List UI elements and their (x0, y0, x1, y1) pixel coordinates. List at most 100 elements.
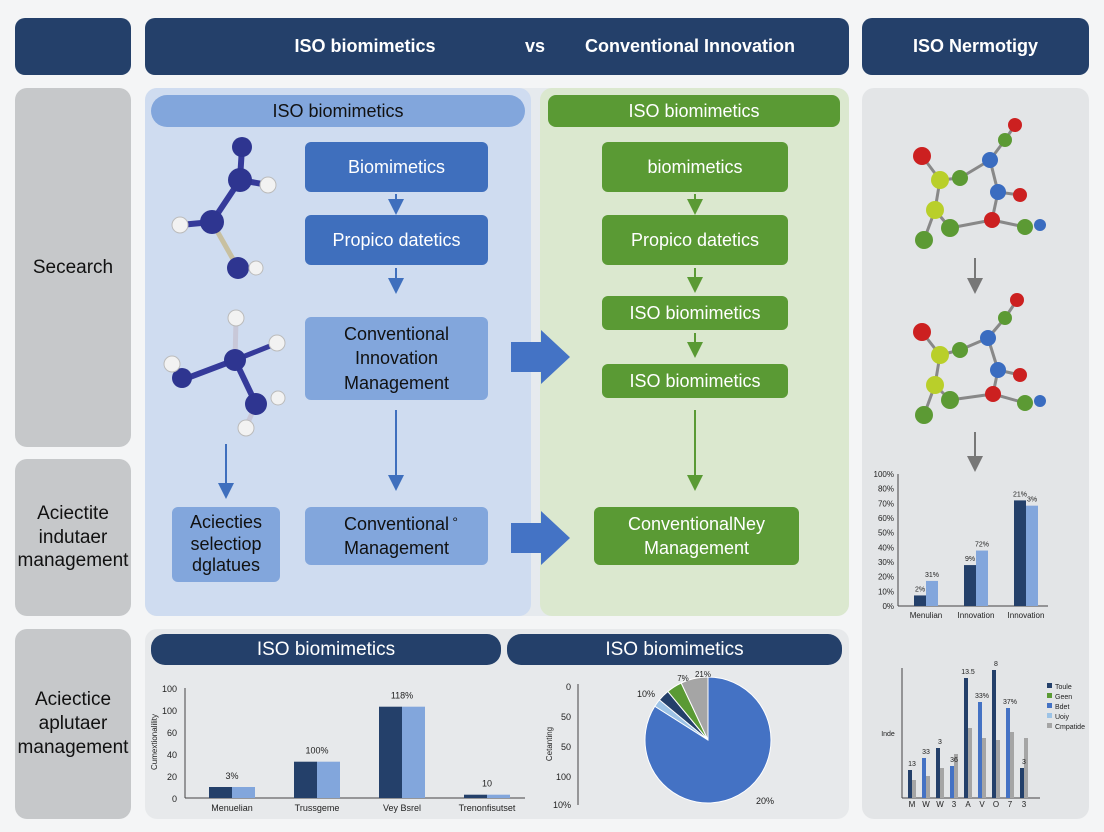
bar-data-label: 10 (482, 779, 492, 789)
bar-data-label: 36 (950, 757, 958, 764)
x-tick-label: 3 (1022, 800, 1027, 809)
bar-data-label: 37% (1003, 699, 1017, 706)
blue-flow-arrows (218, 194, 404, 499)
bottom-left-title: ISO biomimetics (151, 634, 501, 665)
bar (1024, 738, 1028, 798)
ball-and-stick-molecule-icon-2 (913, 293, 1046, 424)
bar-data-label: 72% (975, 542, 989, 549)
x-tick-label: Trenonfisutset (459, 803, 516, 813)
header-blank-cell (15, 18, 131, 75)
bar (964, 565, 976, 606)
legend-label: Toule (1055, 684, 1072, 691)
header-banner: ISO biomimetics vs Conventional Innovati… (145, 18, 849, 75)
molecule-icon-upper (171, 137, 277, 279)
y-tick-label: 40 (167, 750, 177, 760)
biomimetics-panel-title: ISO biomimetics (151, 95, 525, 127)
y-tick-label: 50 (561, 742, 571, 752)
row-label-application: Aciectice aplutaer management (15, 629, 131, 819)
box-biomimetics[interactable]: Biomimetics (305, 142, 488, 192)
box-conventional-innovation-management[interactable]: Conventional Innovation Management (305, 317, 488, 400)
x-tick-label: A (965, 800, 971, 809)
y-tick-label: 100 (162, 684, 177, 694)
green-box-propico-datetics[interactable]: Propico datetics (602, 215, 788, 265)
box-selection-features[interactable]: Aciecties selectiop dglatues (172, 507, 280, 582)
pie-data-label: 7% (677, 674, 689, 683)
bar-data-label: 8 (994, 661, 998, 668)
bar (209, 787, 232, 798)
x-tick-label: W (936, 800, 944, 809)
bar (464, 794, 487, 798)
pie-data-label: 10% (637, 689, 655, 699)
legend-swatch (1047, 703, 1052, 708)
y-tick-label: 100 (556, 772, 571, 782)
y-tick-label: 0% (882, 602, 894, 611)
x-tick-label: Menulian (910, 611, 942, 620)
y-axis-label: Inde (881, 731, 895, 738)
y-tick-label: 50 (561, 712, 571, 722)
legend-swatch (1047, 693, 1052, 698)
legend-swatch (1047, 713, 1052, 718)
bar-data-label: 33 (922, 749, 930, 756)
green-box-iso-biomimetics-2[interactable]: ISO biomimetics (602, 364, 788, 398)
right-grouped-bar-chart: Inde13M33W3W36313.5A33%V8O37%733TouleGee… (881, 661, 1085, 809)
row-label-management: Aciectite indutaer management (15, 459, 131, 616)
y-tick-label: 100 (162, 706, 177, 716)
bar (1026, 505, 1038, 606)
box-conventional-management-label: Conventional Management (343, 513, 450, 558)
bar-data-label: 13 (908, 761, 916, 768)
bar-data-label: 9% (965, 556, 975, 563)
bar-data-label: 33% (975, 693, 989, 700)
y-tick-label: 0 (566, 682, 571, 692)
x-tick-label: W (922, 800, 930, 809)
x-tick-label: M (909, 800, 916, 809)
bar-data-label: 3% (225, 771, 238, 781)
row-label-research: Secearch (15, 88, 131, 447)
bar (968, 728, 972, 798)
y-tick-label: 80% (878, 485, 894, 494)
legend-label: Geen (1055, 694, 1072, 701)
y-tick-label: 60 (167, 728, 177, 738)
bar-data-label: 118% (391, 691, 413, 701)
bar (964, 678, 968, 798)
y-tick-label: 100% (874, 470, 894, 479)
y-tick-label: 60% (878, 514, 894, 523)
bar-data-label: 21% (1013, 491, 1027, 498)
bar (317, 761, 340, 798)
x-tick-label: Menuelian (211, 803, 253, 813)
green-box-conventional-management[interactable]: ConventionalNey Management (594, 507, 799, 565)
bar (976, 550, 988, 606)
header-vs: vs (524, 36, 546, 56)
y-tick-label: 20 (167, 772, 177, 782)
bar (379, 706, 402, 798)
green-box-biomimetics[interactable]: biomimetics (602, 142, 788, 192)
y-tick-label: 30% (878, 558, 894, 567)
box-propico-datetics[interactable]: Propico datetics (305, 215, 488, 265)
green-box-iso-biomimetics-1[interactable]: ISO biomimetics (602, 296, 788, 330)
legend-label: Uoiy (1055, 714, 1070, 721)
y-axis-label: Cumextionalility (150, 714, 159, 770)
y-tick-label: 10% (553, 800, 571, 810)
legend-swatch (1047, 683, 1052, 688)
pie-data-label: 21% (695, 670, 711, 679)
bar (996, 740, 1000, 798)
bar (978, 702, 982, 798)
molecule-icon-lower (163, 309, 286, 437)
header-title-right: Conventional Innovation (585, 36, 795, 56)
bar (936, 748, 940, 798)
header-title-far-right: ISO Nermotigy (862, 18, 1089, 75)
bar (950, 766, 954, 798)
y-tick-label: 70% (878, 499, 894, 508)
box-conventional-management[interactable]: Conventional Management ° (305, 507, 488, 565)
bar-data-label: 3 (1022, 759, 1026, 766)
x-tick-label: Innovation (958, 611, 995, 620)
bar-data-label: 2% (915, 586, 925, 593)
bar (1006, 708, 1010, 798)
bar (1010, 732, 1014, 798)
legend-label: Cmpatide (1055, 724, 1085, 731)
x-tick-label: Innovation (1008, 611, 1045, 620)
y-tick-label: 0 (172, 794, 177, 804)
